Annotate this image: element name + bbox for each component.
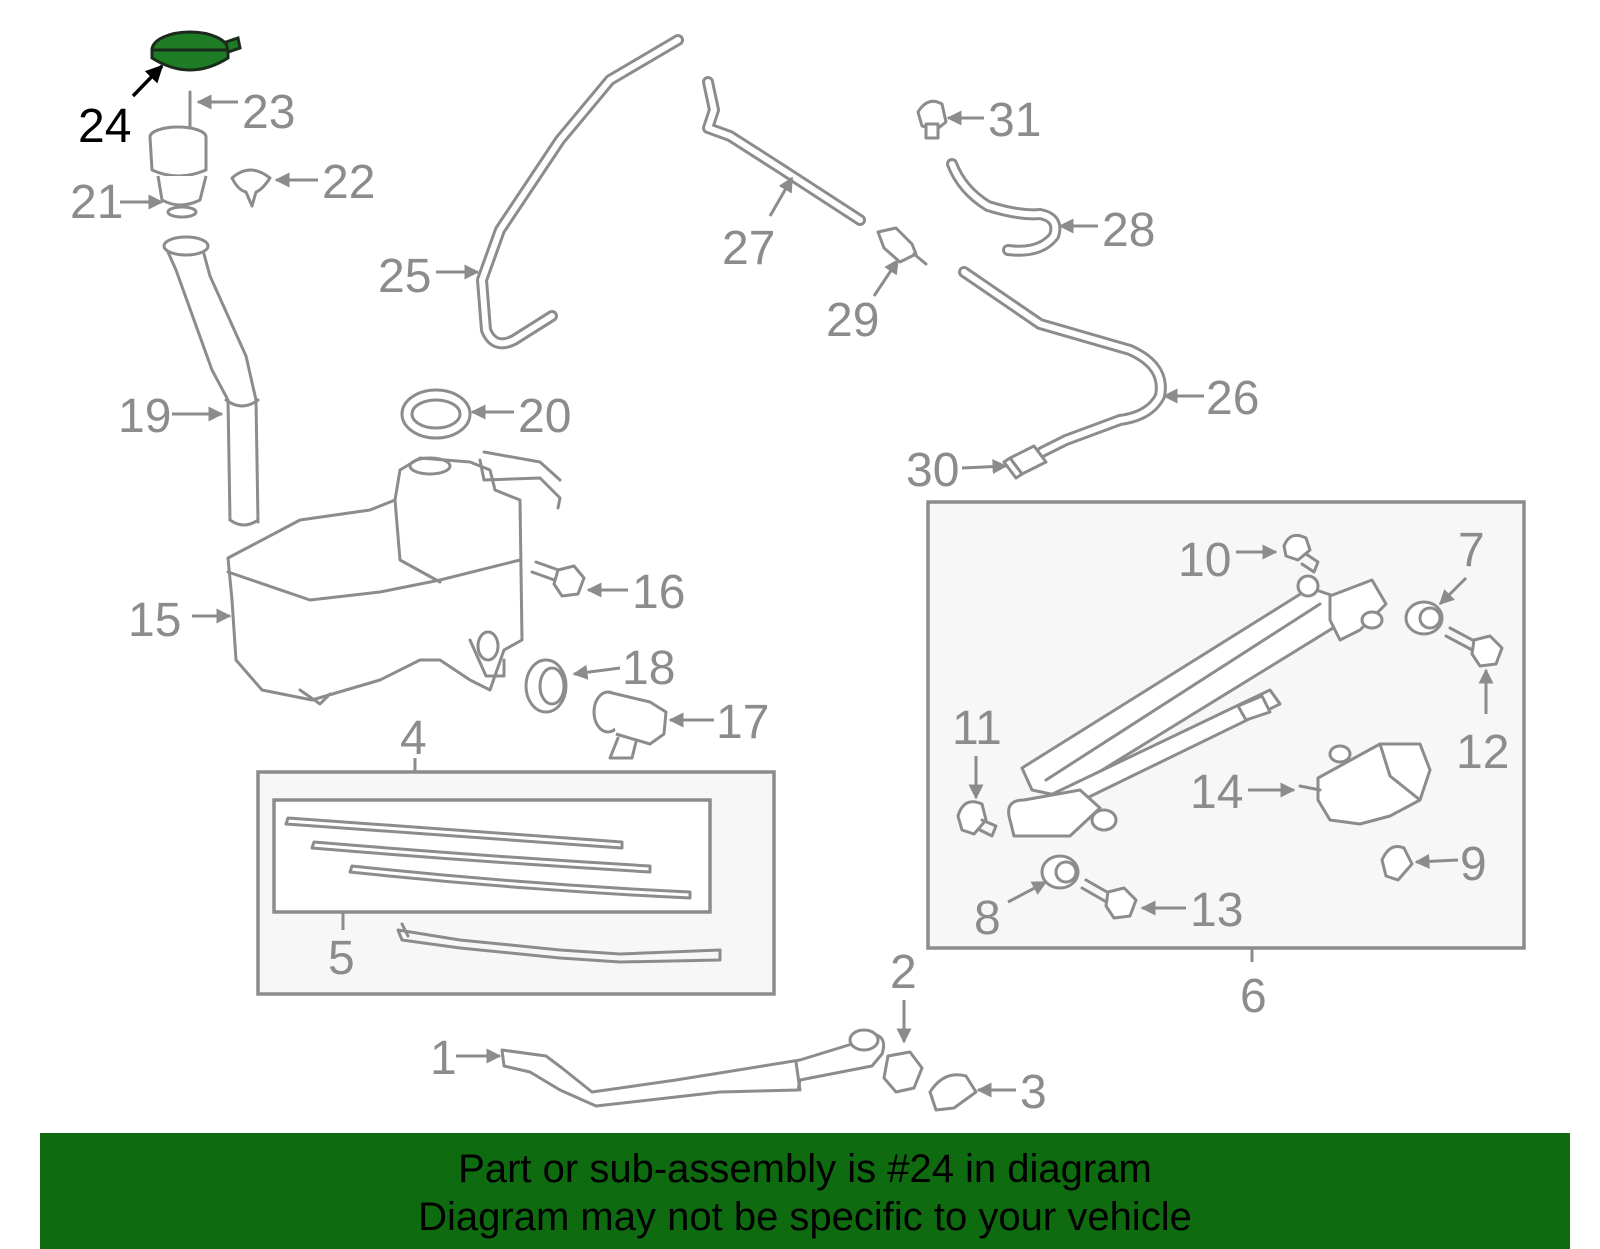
- mounting-bolt: [530, 560, 586, 598]
- callout-24[interactable]: 24: [78, 100, 131, 153]
- arm-nut: [882, 1050, 924, 1094]
- leader-8: [1007, 880, 1048, 904]
- callout-21[interactable]: 21: [70, 176, 123, 229]
- pump-seal: [524, 658, 568, 714]
- callout-16[interactable]: 16: [632, 566, 685, 619]
- callout-27[interactable]: 27: [722, 222, 775, 275]
- callout-28[interactable]: 28: [1102, 204, 1155, 257]
- callout-29[interactable]: 29: [826, 294, 879, 347]
- linkage-bolt-12: [1444, 626, 1504, 668]
- callout-22[interactable]: 22: [322, 156, 375, 209]
- bushing-7: [1404, 600, 1444, 636]
- leader-18: [572, 664, 621, 680]
- filler-pipe: [162, 235, 260, 527]
- callout-15[interactable]: 15: [128, 594, 181, 647]
- callout-6[interactable]: 6: [1240, 970, 1267, 1023]
- linkage-bolt-13: [1080, 878, 1138, 920]
- callout-8[interactable]: 8: [974, 892, 1001, 945]
- banner-line-part: Part or sub-assembly is #24 in diagram: [458, 1147, 1152, 1191]
- washer-hose-a: [476, 34, 684, 350]
- callout-5[interactable]: 5: [328, 932, 355, 985]
- info-banner: Part or sub-assembly is #24 in diagram D…: [40, 1133, 1570, 1249]
- washer-pump: [592, 690, 668, 760]
- callout-3[interactable]: 3: [1020, 1066, 1047, 1119]
- wiper-arm: [500, 1028, 886, 1108]
- callout-19[interactable]: 19: [118, 390, 171, 443]
- arm-cover-cap: [928, 1073, 978, 1112]
- leader-9: [1414, 853, 1459, 869]
- callout-11[interactable]: 11: [952, 702, 1002, 755]
- wiper-linkage: [1007, 574, 1388, 838]
- blade-refills: [284, 816, 692, 900]
- wiper-motor: [1298, 742, 1432, 826]
- grommet: [400, 388, 472, 440]
- callout-18[interactable]: 18: [622, 642, 675, 695]
- callout-20[interactable]: 20: [518, 390, 571, 443]
- bushing-8: [1040, 854, 1080, 890]
- banner-line-disclaimer: Diagram may not be specific to your vehi…: [418, 1195, 1192, 1239]
- callout-26[interactable]: 26: [1206, 372, 1259, 425]
- callout-30[interactable]: 30: [906, 444, 959, 497]
- callout-4[interactable]: 4: [400, 712, 427, 765]
- hose-joint: [876, 226, 928, 266]
- callout-23[interactable]: 23: [242, 86, 295, 139]
- washer-reservoir-tank: [226, 450, 562, 706]
- callout-7[interactable]: 7: [1458, 524, 1485, 577]
- callout-14[interactable]: 14: [1190, 766, 1243, 819]
- wiper-blade: [396, 922, 722, 964]
- washer-hose-c: [958, 266, 1167, 458]
- callout-17[interactable]: 17: [716, 696, 769, 749]
- leader-24: [131, 64, 164, 98]
- pivot-bolt-11: [956, 800, 998, 838]
- leader-7: [1438, 576, 1468, 606]
- callout-13[interactable]: 13: [1190, 884, 1243, 937]
- retainer-clip: [230, 168, 272, 208]
- callout-12[interactable]: 12: [1456, 726, 1509, 779]
- washer-reservoir-cap[interactable]: [150, 30, 242, 72]
- callout-2[interactable]: 2: [890, 946, 917, 999]
- leader-29: [872, 258, 900, 297]
- callout-10[interactable]: 10: [1178, 534, 1231, 587]
- callout-25[interactable]: 25: [378, 250, 431, 303]
- callout-9[interactable]: 9: [1460, 838, 1487, 891]
- callout-1[interactable]: 1: [430, 1032, 457, 1085]
- nozzle-hose: [946, 158, 1062, 257]
- grommet-9: [1380, 845, 1414, 882]
- leader-30: [961, 459, 1008, 475]
- washer-nozzle: [916, 99, 948, 140]
- leader-27: [768, 176, 794, 217]
- pivot-bolt: [1282, 533, 1320, 574]
- washer-hose-b: [702, 76, 866, 226]
- callout-31[interactable]: 31: [988, 94, 1041, 147]
